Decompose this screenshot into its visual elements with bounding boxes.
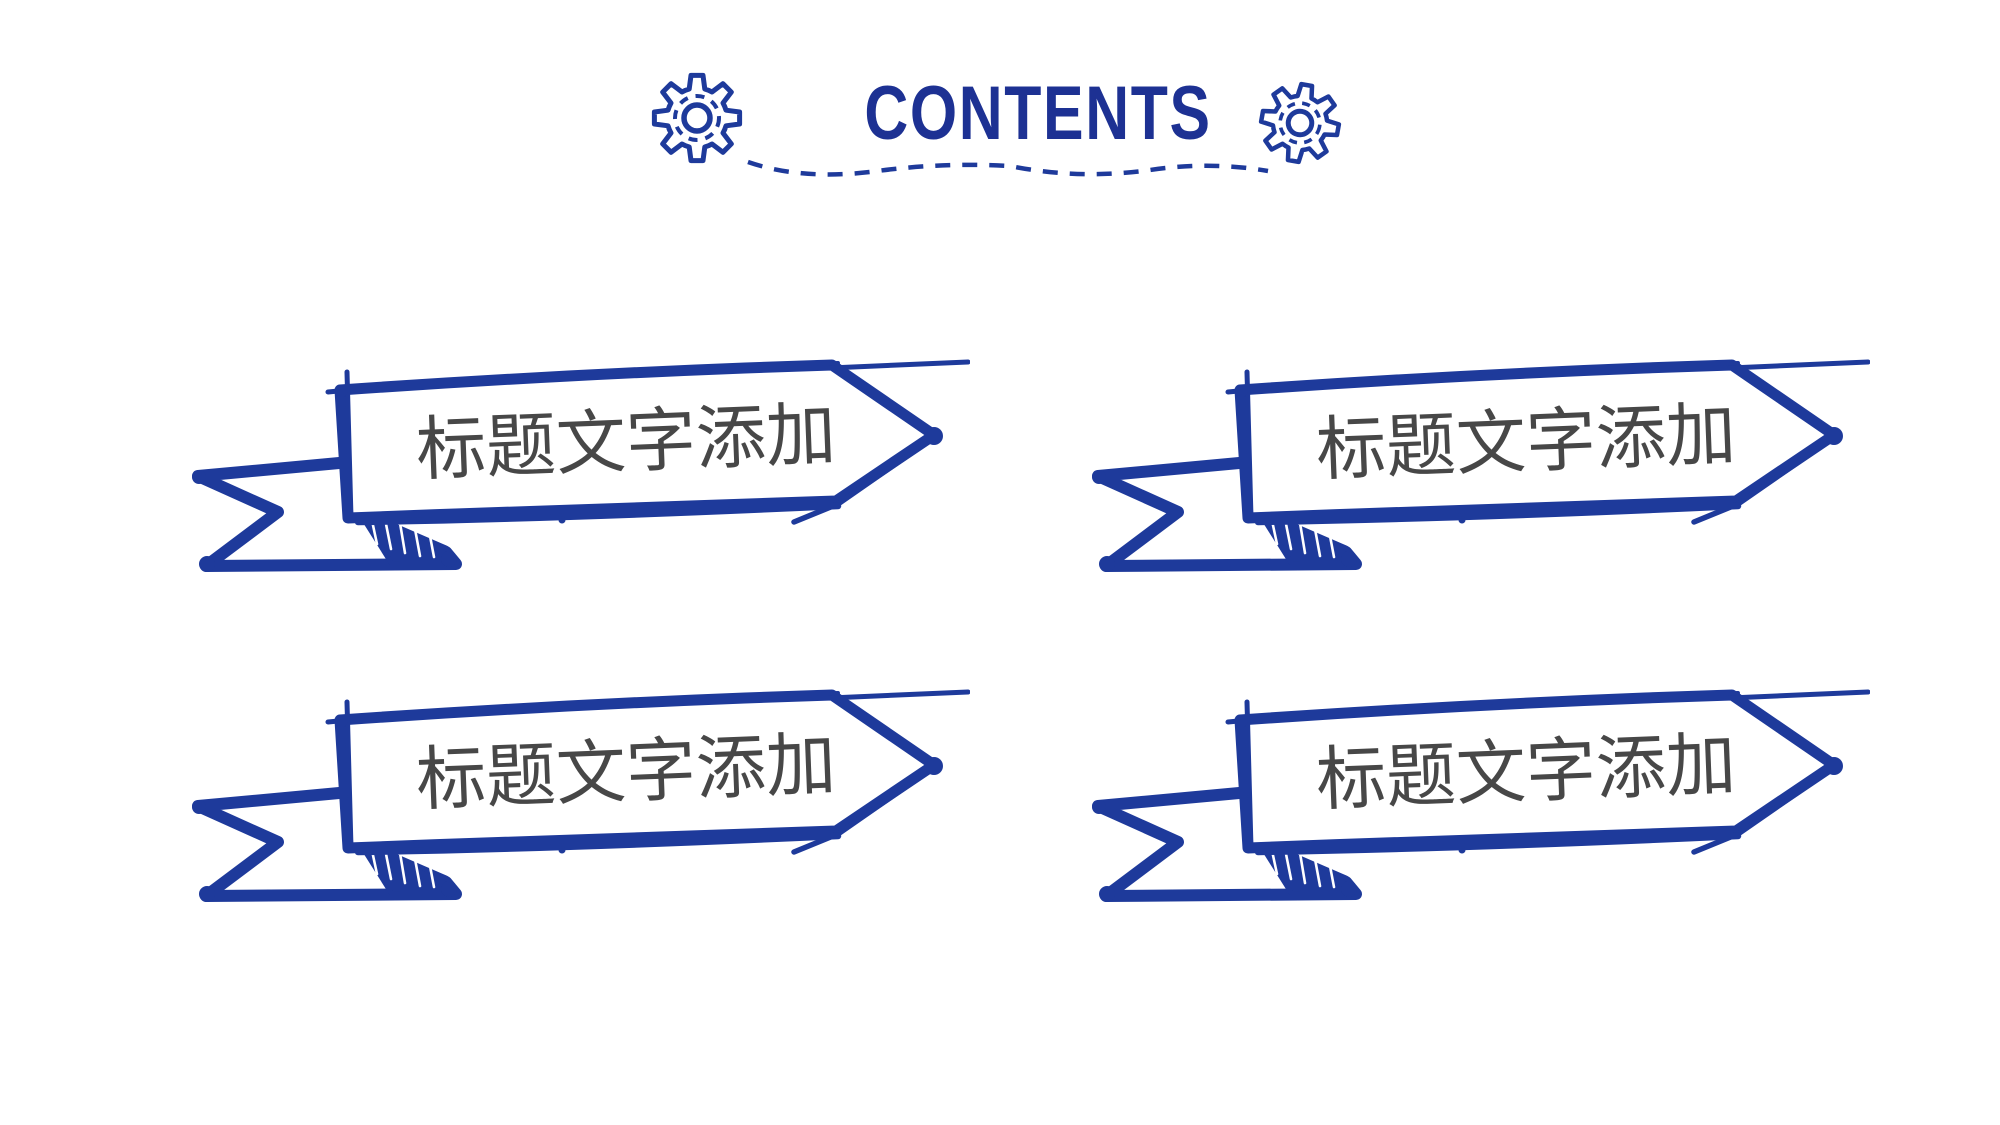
dashed-wave-divider: [747, 159, 1269, 177]
toc-item-label: 标题文字添加: [1315, 395, 1738, 489]
page-title: CONTENTS: [864, 71, 1212, 156]
toc-item-ribbon[interactable]: 标题文字添加: [1090, 358, 1870, 588]
toc-item-ribbon[interactable]: 标题文字添加: [190, 358, 970, 588]
gear-icon: [645, 66, 749, 170]
toc-item-label: 标题文字添加: [415, 395, 838, 489]
toc-item-label: 标题文字添加: [1315, 725, 1738, 819]
toc-item-ribbon[interactable]: 标题文字添加: [190, 688, 970, 918]
toc-item-ribbon[interactable]: 标题文字添加: [1090, 688, 1870, 918]
toc-item-label: 标题文字添加: [415, 725, 838, 819]
